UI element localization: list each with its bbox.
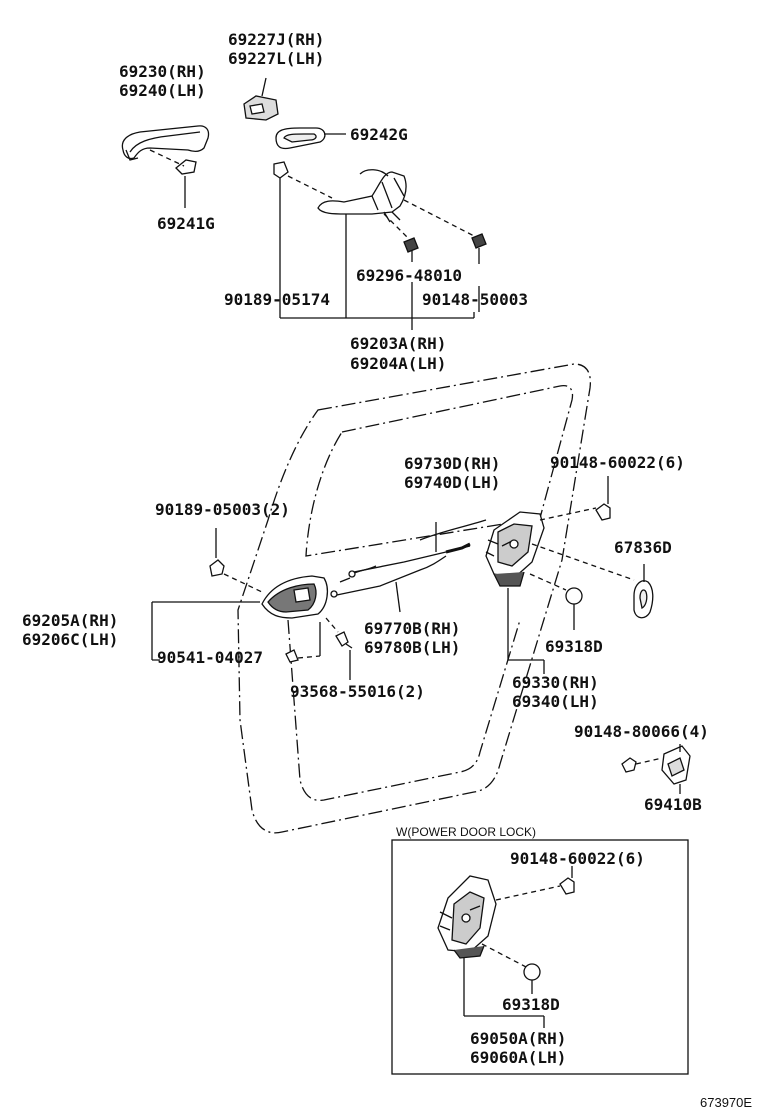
bolt-69296 bbox=[403, 237, 419, 312]
clip-90189-05174 bbox=[273, 161, 289, 312]
pad-69227 bbox=[243, 77, 279, 121]
label-67836d: 67836D bbox=[614, 538, 672, 557]
label-69410b: 69410B bbox=[644, 795, 702, 814]
label-69770b: 69770B(RH) bbox=[364, 619, 461, 638]
inset-cushion-69318d bbox=[523, 963, 541, 994]
label-69318d: 69318D bbox=[545, 637, 603, 656]
inset-label-69060a: 69060A(LH) bbox=[470, 1048, 567, 1067]
clip-90189-05003 bbox=[209, 528, 263, 593]
label-69340: 69340(LH) bbox=[512, 692, 599, 711]
label-69204a: 69204A(LH) bbox=[350, 354, 447, 373]
label-69780b: 69780B(LH) bbox=[364, 638, 461, 657]
inset-label-69050a: 69050A(RH) bbox=[470, 1029, 567, 1048]
label-90148-50003: 90148-50003 bbox=[422, 290, 528, 309]
inset-frame bbox=[391, 839, 689, 1075]
label-69227j: 69227J(RH) bbox=[228, 30, 325, 49]
inset-screw-90148-60022 bbox=[559, 866, 575, 895]
power-door-lock-69050a bbox=[437, 875, 545, 1028]
cable-69770b bbox=[330, 555, 447, 613]
door-lock-69330 bbox=[485, 511, 545, 674]
outside-handle-cover bbox=[121, 125, 210, 161]
label-69205a: 69205A(RH) bbox=[22, 611, 119, 630]
diagram-code: 673970E bbox=[700, 1095, 753, 1110]
label-90189-05003: 90189-05003(2) bbox=[155, 500, 290, 519]
cushion-69318d bbox=[565, 587, 583, 630]
outside-frame-69203a bbox=[317, 169, 407, 312]
cable-69730d bbox=[348, 522, 471, 578]
label-90148-80066: 90148-80066(4) bbox=[574, 722, 709, 741]
label-69230: 69230(RH) bbox=[119, 62, 206, 81]
cover-67836d bbox=[633, 564, 654, 619]
label-69730d: 69730D(RH) bbox=[404, 454, 501, 473]
label-90541-04027: 90541-04027 bbox=[157, 648, 263, 667]
gasket-69242g bbox=[275, 127, 346, 150]
label-69296-48010: 69296-48010 bbox=[356, 266, 462, 285]
inset-label-90148-60022: 90148-60022(6) bbox=[510, 849, 645, 868]
label-69240: 69240(LH) bbox=[119, 81, 206, 100]
screw-90148-60022 bbox=[595, 476, 611, 521]
label-69241g: 69241G bbox=[157, 214, 215, 233]
label-90189-05174: 90189-05174 bbox=[224, 290, 330, 309]
label-69242g: 69242G bbox=[350, 125, 408, 144]
door-outline bbox=[237, 363, 592, 834]
label-69740d: 69740D(LH) bbox=[404, 473, 501, 492]
bolt-90541 bbox=[285, 622, 321, 663]
label-69203a: 69203A(RH) bbox=[350, 334, 447, 353]
label-69330: 69330(RH) bbox=[512, 673, 599, 692]
handle-pad-69241g bbox=[175, 159, 197, 208]
inset-label-69318d: 69318D bbox=[502, 995, 560, 1014]
striker-69410b bbox=[661, 745, 691, 794]
screw-93568 bbox=[325, 617, 353, 680]
screw-90148-50003 bbox=[471, 233, 487, 312]
label-93568-55016: 93568-55016(2) bbox=[290, 682, 425, 701]
inside-handle-69205a bbox=[151, 575, 329, 661]
label-69206c: 69206C(LH) bbox=[22, 630, 119, 649]
screw-90148-80066 bbox=[621, 744, 681, 773]
label-69227l: 69227L(LH) bbox=[228, 49, 325, 68]
label-90148-60022: 90148-60022(6) bbox=[550, 453, 685, 472]
inset-title: W(POWER DOOR LOCK) bbox=[396, 825, 536, 839]
